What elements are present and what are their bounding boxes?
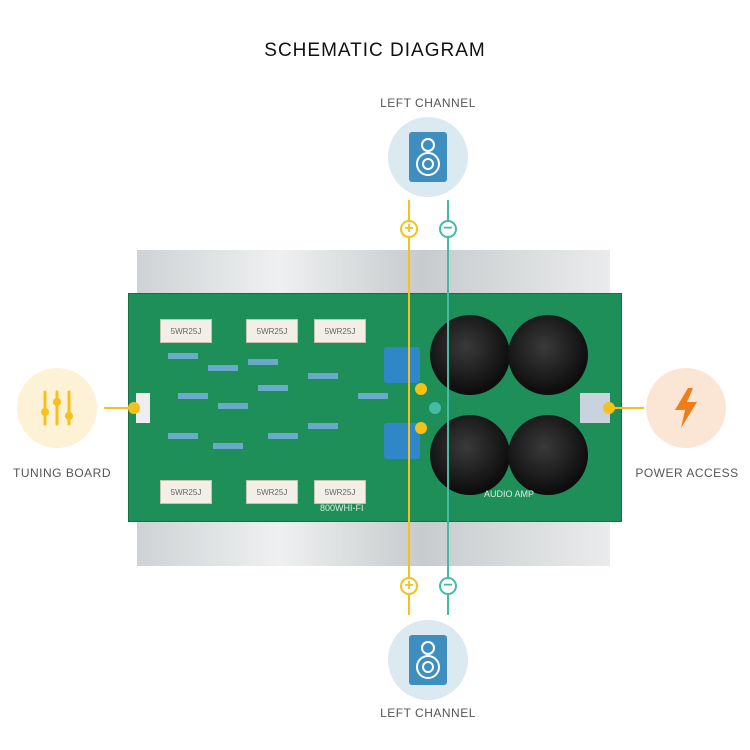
resistor: 5WR25J: [246, 480, 298, 504]
relay: [384, 423, 420, 459]
board-model-text: 800WHI-FI: [320, 503, 364, 513]
page-title: SCHEMATIC DIAGRAM: [264, 40, 486, 61]
resistor: 5WR25J: [314, 480, 366, 504]
speaker-icon: [409, 635, 447, 685]
capacitor: [430, 415, 510, 495]
sliders-icon: [41, 390, 73, 426]
resistor: 5WR25J: [314, 319, 366, 343]
power-wire: [610, 407, 644, 409]
tuning-badge: [17, 368, 97, 448]
positive-terminal-top: +: [400, 220, 418, 238]
power-label: POWER ACCESS: [635, 466, 739, 480]
resistor: 5WR25J: [246, 319, 298, 343]
amplifier-board: 5WR25J 5WR25J 5WR25J 5WR25J 5WR25J 5WR25…: [128, 293, 622, 522]
tuning-label: TUNING BOARD: [12, 466, 111, 480]
bottom-speaker-label: LEFT CHANNEL: [380, 706, 476, 720]
negative-terminal-top: −: [439, 220, 457, 238]
bottom-speaker-badge: [388, 620, 468, 700]
tuning-connector: [136, 393, 150, 423]
power-badge: [646, 368, 726, 448]
power-node: [603, 402, 615, 414]
speaker-icon: [409, 132, 447, 182]
tuning-node: [128, 402, 140, 414]
capacitor: [430, 315, 510, 395]
positive-node: [415, 422, 427, 434]
capacitor: [508, 315, 588, 395]
capacitor: [508, 415, 588, 495]
negative-wire: [447, 200, 449, 615]
positive-terminal-bottom: +: [400, 577, 418, 595]
relay: [384, 347, 420, 383]
negative-terminal-bottom: −: [439, 577, 457, 595]
positive-wire: [408, 200, 410, 615]
board-brand-text: AUDIO AMP: [484, 489, 535, 499]
top-speaker-badge: [388, 117, 468, 197]
resistor: 5WR25J: [160, 480, 212, 504]
lightning-icon: [675, 388, 697, 428]
top-speaker-label: LEFT CHANNEL: [380, 96, 476, 110]
resistor: 5WR25J: [160, 319, 212, 343]
negative-node: [429, 402, 441, 414]
positive-node: [415, 383, 427, 395]
tuning-wire: [104, 407, 134, 409]
